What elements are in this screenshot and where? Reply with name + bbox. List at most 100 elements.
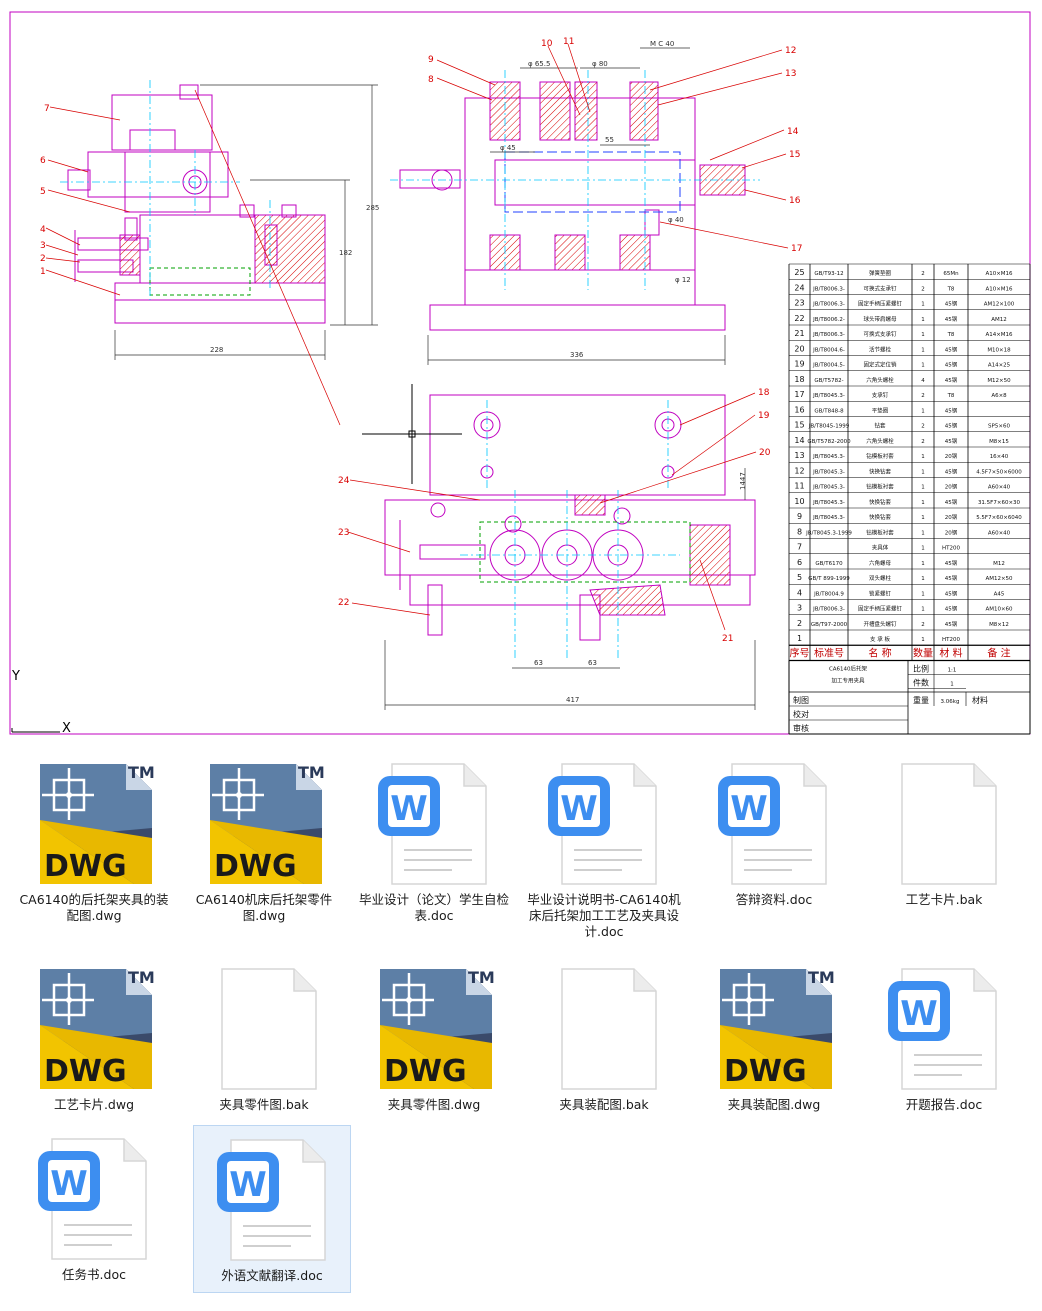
bom-cell-std: GB/T97-2000 bbox=[811, 622, 848, 628]
dim-mid: 55 bbox=[605, 136, 614, 144]
word-letter: W bbox=[900, 994, 938, 1034]
bom-cell-std: JB/T8045.3- bbox=[812, 500, 845, 506]
dwg-file-icon: DWG TM bbox=[34, 963, 155, 1093]
part-label-9: 9 bbox=[428, 55, 434, 65]
cad-crosshair-cursor bbox=[362, 384, 462, 484]
file-item[interactable]: DWG TM CA6140的后托架夹具的装配图.dwg bbox=[15, 750, 173, 923]
bom-cell-std: GB/T 899-1999 bbox=[808, 576, 850, 582]
side-view-dimensions bbox=[427, 47, 726, 365]
bom-cell-mat: 45钢 bbox=[945, 422, 958, 430]
bom-cell-name: 球头带肩螺母 bbox=[863, 315, 897, 323]
bom-cell-no: 7 bbox=[797, 543, 802, 552]
bom-cell-name: 固定式定位销 bbox=[863, 361, 897, 369]
word-letter: W bbox=[229, 1165, 267, 1205]
file-name: 夹具装配图.dwg bbox=[727, 1097, 821, 1112]
bom-cell-name: 弹簧垫圈 bbox=[869, 269, 892, 277]
bom-cell-name: 支承钉 bbox=[872, 391, 889, 399]
dim-width-side: 336 bbox=[570, 351, 584, 359]
dwg-badge: DWG bbox=[214, 849, 297, 884]
bom-cell-mat: 45钢 bbox=[945, 467, 958, 475]
file-item[interactable]: W 外语文献翻译.doc bbox=[193, 1125, 351, 1293]
bom-cell-no: 15 bbox=[794, 421, 804, 430]
review-label: 审核 bbox=[793, 723, 809, 733]
file-item[interactable]: W 毕业设计说明书-CA6140机床后托架加工工艺及夹具设计.doc bbox=[525, 750, 683, 939]
bom-cell-note: A14×25 bbox=[988, 363, 1011, 369]
bom-cell-no: 2 bbox=[797, 619, 802, 628]
front-view-hidden-lines bbox=[149, 267, 251, 296]
bom-cell-no: 3 bbox=[797, 604, 802, 613]
part-label-17: 17 bbox=[791, 244, 802, 254]
blank-file-icon bbox=[204, 963, 324, 1093]
file-name: 外语文献翻译.doc bbox=[221, 1268, 323, 1283]
part-label-22: 22 bbox=[338, 598, 349, 608]
file-item[interactable]: 夹具装配图.bak bbox=[525, 955, 683, 1123]
file-name: 毕业设计说明书-CA6140机床后托架加工工艺及夹具设计.doc bbox=[527, 892, 681, 939]
bom-cell-note: AM12×100 bbox=[984, 302, 1015, 308]
file-item[interactable]: DWG TM 工艺卡片.dwg bbox=[15, 955, 173, 1123]
ucs-x-label: X bbox=[62, 721, 71, 736]
bom-cell-qty: 1 bbox=[921, 607, 925, 613]
dwg-badge: DWG bbox=[724, 1054, 807, 1089]
file-item[interactable]: DWG TM 夹具装配图.dwg bbox=[695, 955, 853, 1123]
bom-cell-name: 夹具体 bbox=[872, 544, 889, 552]
front-view-dimensions bbox=[114, 84, 378, 360]
word-doc-icon: W bbox=[714, 758, 834, 888]
bom-cell-note: A6×8 bbox=[991, 393, 1007, 399]
bom-cell-mat: 45钢 bbox=[945, 300, 958, 308]
dim-pitch-b: 63 bbox=[588, 659, 597, 667]
file-name: 答辩资料.doc bbox=[735, 892, 813, 907]
weight-value: 3.06kg bbox=[941, 699, 960, 705]
bom-header-no: 序号 bbox=[790, 646, 810, 659]
bom-cell-qty: 1 bbox=[921, 363, 925, 369]
bom-cell-std: GB/T5782-2000 bbox=[807, 439, 851, 445]
file-name: 工艺卡片.dwg bbox=[53, 1097, 135, 1112]
bom-cell-qty: 2 bbox=[921, 622, 925, 628]
file-name: 开题报告.doc bbox=[905, 1097, 983, 1112]
bom-cell-note: AM12×50 bbox=[985, 576, 1013, 582]
file-item[interactable]: W 任务书.doc bbox=[15, 1125, 173, 1293]
bom-header-name: 名 称 bbox=[868, 646, 891, 659]
bom-cell-qty: 2 bbox=[921, 439, 925, 445]
file-item[interactable]: W 答辩资料.doc bbox=[695, 750, 853, 918]
cad-drawing-viewport[interactable]: 228 285 182 7 6 5 4 3 2 1 bbox=[0, 0, 1042, 745]
bom-cell-std: JB/T8006.3- bbox=[812, 607, 845, 613]
bom-cell-no: 11 bbox=[794, 482, 804, 491]
bom-cell-std: GB/T6170 bbox=[815, 561, 843, 567]
bom-cell-name: 固定手柄压紧螺钉 bbox=[858, 300, 903, 308]
bom-cell-qty: 1 bbox=[921, 469, 925, 475]
bom-cell-name: 可换式支承钉 bbox=[863, 284, 897, 292]
file-item[interactable]: 工艺卡片.bak bbox=[865, 750, 1023, 918]
part-label-3: 3 bbox=[40, 241, 46, 251]
file-name: 夹具零件图.bak bbox=[219, 1097, 309, 1112]
bom-cell-name: 开槽盘头螺钉 bbox=[863, 620, 897, 628]
bom-cell-mat: 45钢 bbox=[945, 589, 958, 597]
bom-cell-name: 六角螺母 bbox=[869, 559, 892, 567]
material-label: 材料 bbox=[972, 695, 988, 705]
file-item[interactable]: W 毕业设计（论文）学生自检表.doc bbox=[355, 750, 513, 923]
bom-cell-qty: 1 bbox=[921, 302, 925, 308]
bom-cell-no: 18 bbox=[794, 375, 804, 384]
bom-cell-std: JB/T8045.3-1999 bbox=[805, 530, 852, 536]
bom-cell-no: 14 bbox=[794, 436, 804, 445]
file-item[interactable]: DWG TM 夹具零件图.dwg bbox=[355, 955, 513, 1123]
file-item[interactable]: DWG TM CA6140机床后托架零件图.dwg bbox=[185, 750, 343, 923]
dwg-file-icon: DWG TM bbox=[374, 963, 495, 1093]
bom-cell-name: 支 承 板 bbox=[870, 635, 890, 643]
bom-cell-mat: 45钢 bbox=[945, 437, 958, 445]
plan-view-dimensions bbox=[384, 468, 756, 710]
bom-cell-qty: 1 bbox=[921, 317, 925, 323]
bom-cell-no: 13 bbox=[794, 451, 804, 460]
bom-header-qty: 数量 bbox=[913, 646, 933, 659]
file-item[interactable]: W 开题报告.doc bbox=[865, 955, 1023, 1123]
part-label-23: 23 bbox=[338, 528, 349, 538]
tm-mark: TM bbox=[128, 763, 154, 782]
bom-cell-mat: 20钢 bbox=[945, 452, 958, 460]
file-item[interactable]: 夹具零件图.bak bbox=[185, 955, 343, 1123]
bom-header-mat: 材 料 bbox=[939, 646, 962, 659]
bom-cell-mat: 45钢 bbox=[945, 376, 958, 384]
bom-cell-note: A14×M16 bbox=[985, 332, 1013, 338]
dim-top-m: M C 40 bbox=[650, 40, 674, 48]
bom-cell-std: JB/T8006.3- bbox=[812, 286, 845, 292]
bom-cell-no: 5 bbox=[797, 573, 802, 582]
dim-height-mid: 182 bbox=[339, 249, 352, 257]
